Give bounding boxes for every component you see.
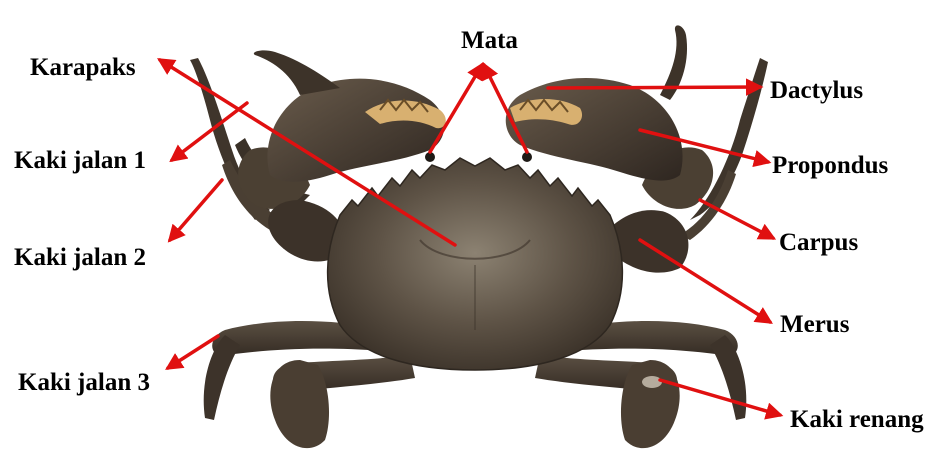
arrow-dactylus [548, 87, 760, 88]
label-kaki-renang: Kaki renang [790, 406, 924, 433]
arrow-merus [640, 240, 770, 322]
label-carpus: Carpus [779, 229, 858, 256]
label-dactylus: Dactylus [770, 77, 863, 104]
label-propondus: Propondus [772, 152, 889, 179]
label-karapaks: Karapaks [30, 54, 136, 81]
arrow-kaki-jalan-2 [170, 180, 222, 240]
label-kaki-jalan-2: Kaki jalan 2 [14, 244, 146, 271]
eyes [425, 152, 532, 162]
label-mata: Mata [461, 27, 518, 54]
label-merus: Merus [780, 311, 850, 338]
label-kaki-jalan-1: Kaki jalan 1 [14, 147, 146, 174]
carapace [328, 158, 623, 370]
label-kaki-jalan-3: Kaki jalan 3 [18, 369, 150, 396]
